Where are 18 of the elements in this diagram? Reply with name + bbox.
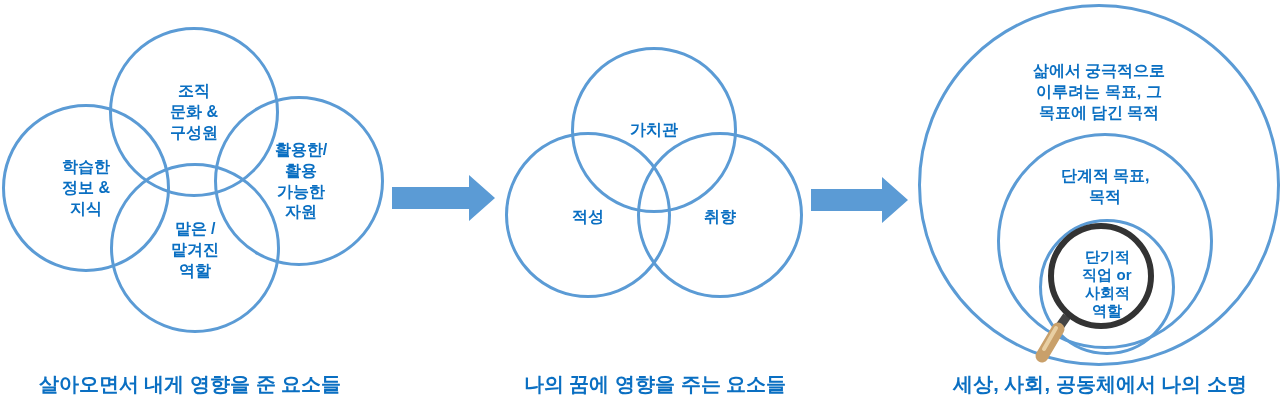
circle-text: 취향: [703, 206, 737, 227]
caption-text: 나의 꿈에 영향을 주는 요소들: [523, 371, 787, 397]
circle-text: 단계적 목표, 목적: [1059, 166, 1151, 207]
concentric-circle: [1039, 219, 1175, 355]
circle-text: 맡은 /맡겨진 역할: [170, 218, 220, 281]
circle-text: 학습한 정보 & 지식: [61, 156, 111, 219]
circle-text: 가치관: [629, 119, 679, 140]
circle-text: 조직 문화 & 구성원: [169, 80, 219, 143]
block-arrow: [392, 175, 495, 221]
caption-text: 살아오면서 내게 영향을 준 요소들: [38, 371, 342, 397]
circle-text: 적성: [571, 206, 605, 227]
circle-text: 단기적 직업 or 사회적 역할: [1081, 248, 1133, 320]
circle-text: 활용한/ 활용 가능한 자원: [273, 140, 329, 223]
concentric-circle: [918, 4, 1280, 366]
caption-text: 세상, 사회, 공동체에서 나의 소명: [953, 371, 1247, 397]
venn-circle: [2, 104, 170, 272]
circle-text: 삶에서 궁극적으로 이루려는 목표, 그 목표에 담긴 목적: [1031, 60, 1167, 123]
block-arrow: [811, 177, 908, 223]
